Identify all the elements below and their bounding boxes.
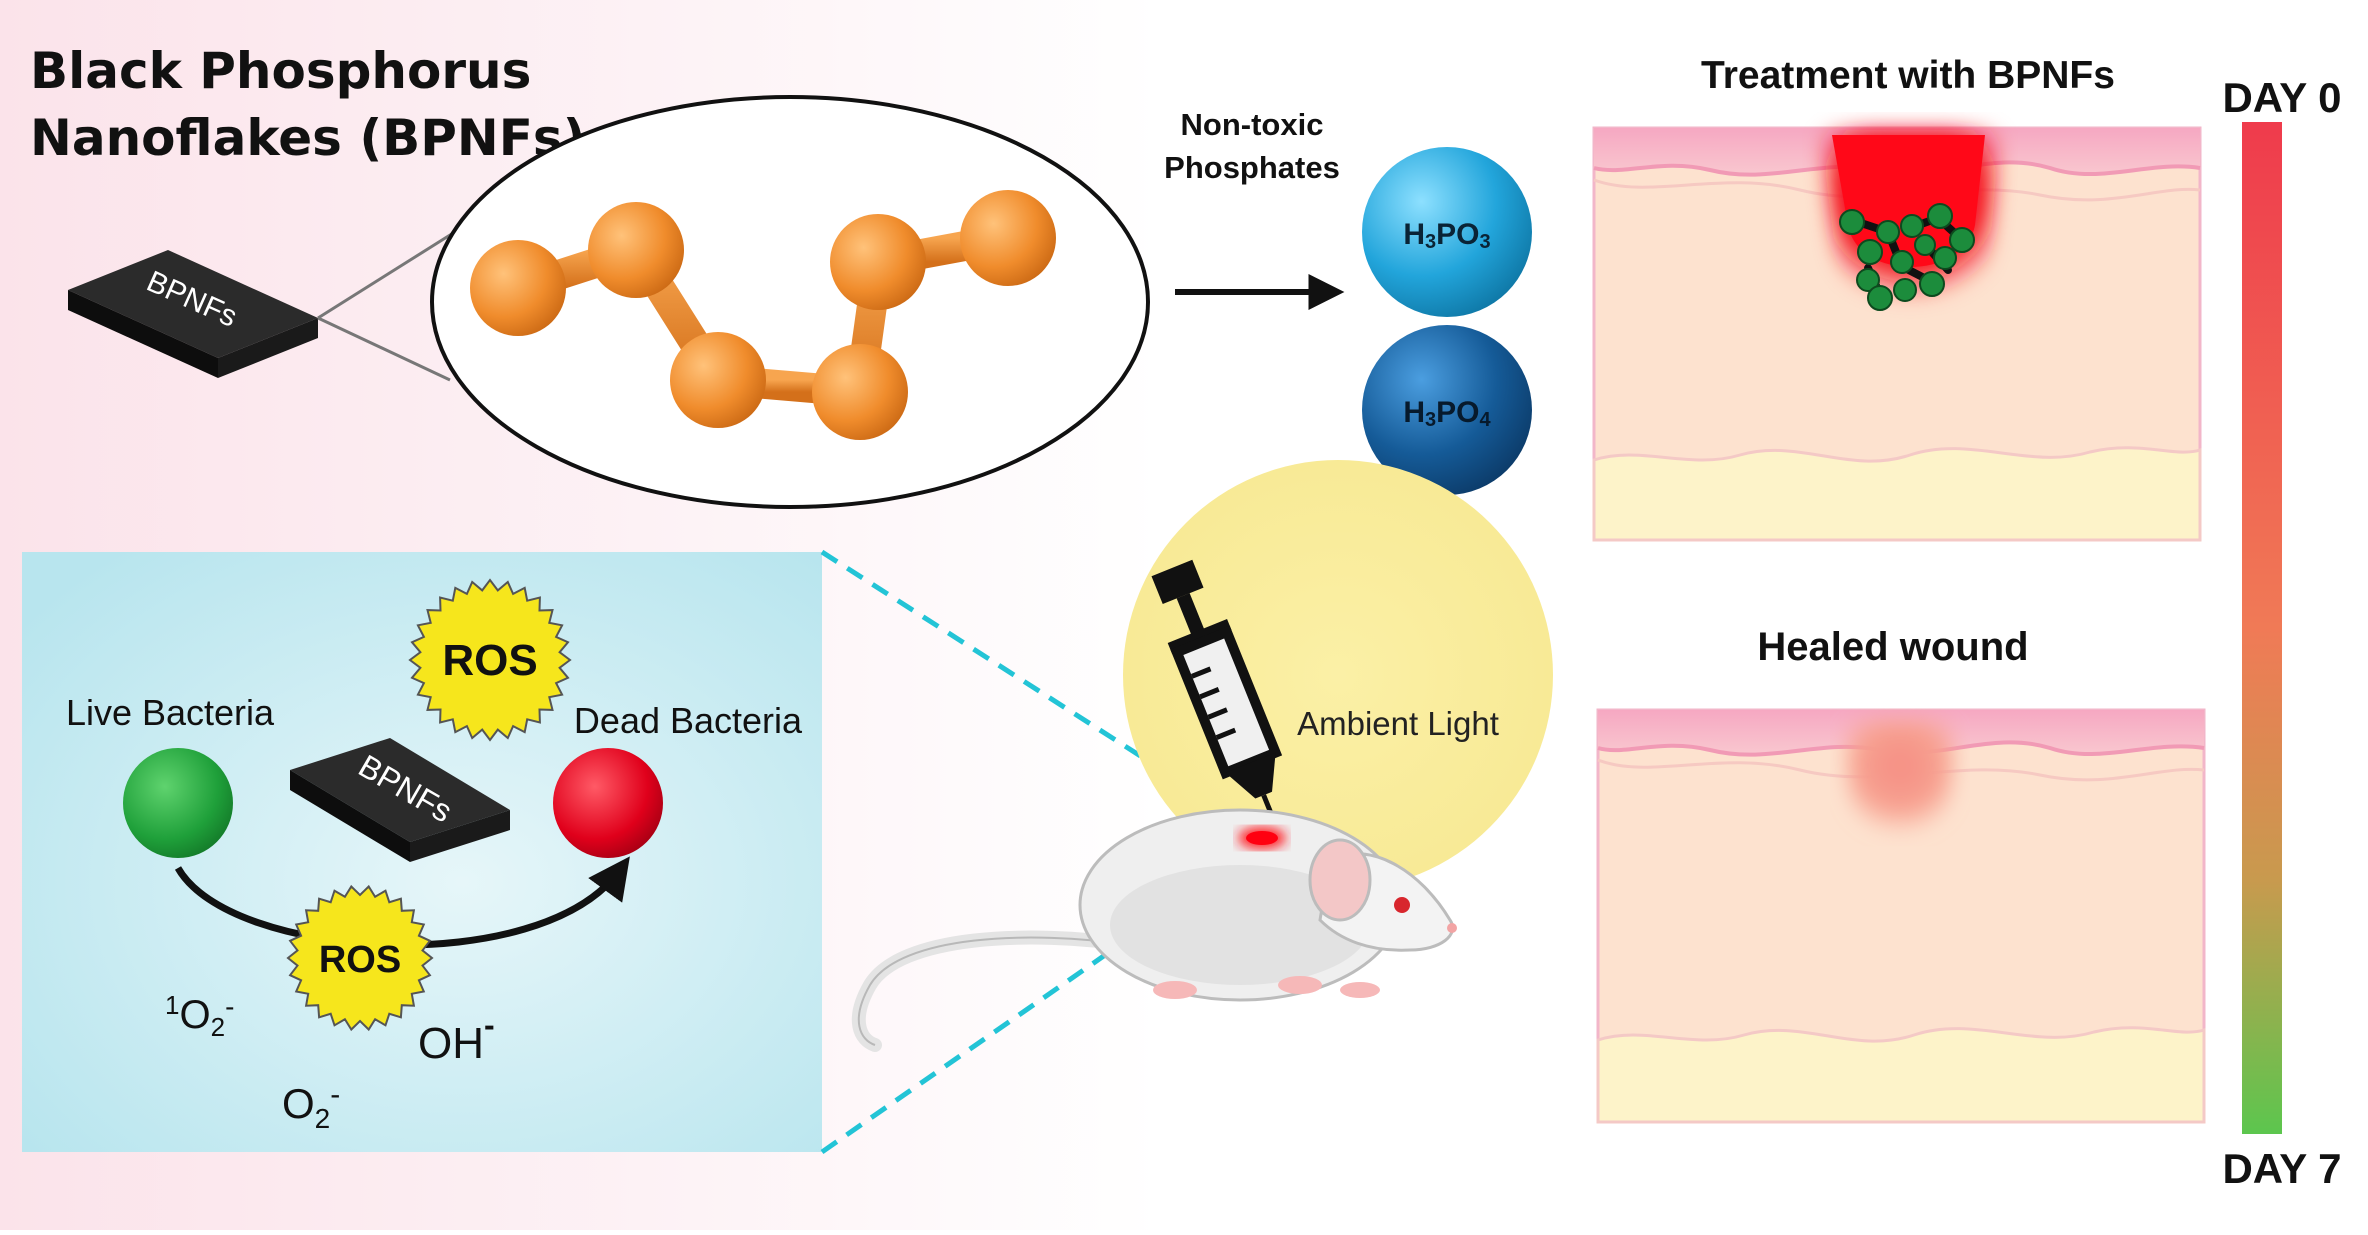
phosphorus-atom: [470, 240, 566, 336]
title-line-1: Black Phosphorus: [30, 42, 531, 100]
ros-burst-top: ROS: [408, 578, 572, 742]
phosphorus-structure-ellipse: [430, 95, 1150, 509]
mouse-eye: [1394, 897, 1410, 913]
day-end-label: DAY 7: [2222, 1145, 2341, 1192]
day-start-label: DAY 0: [2222, 74, 2341, 121]
open-wound-core: [1832, 135, 1985, 268]
zoom-line-bottom: [317, 316, 451, 382]
ros-burst-bottom: ROS: [286, 884, 434, 1032]
mouse-body-shade: [1110, 865, 1370, 985]
mouse-ear: [1308, 838, 1372, 922]
healed-wound-spot: [1842, 720, 1958, 835]
zoom-line-top: [317, 228, 459, 320]
phosphorus-atom: [588, 202, 684, 298]
phosphates-label-line1: Non-toxic: [1181, 107, 1324, 142]
bpnf-cluster-icon: [1839, 203, 1975, 311]
mouse-foot: [1340, 982, 1380, 998]
singlet-oxygen-label: 1O2-: [165, 990, 234, 1042]
mouse-scene: Ambient Light: [851, 460, 1553, 1052]
mouse-tail-outline: [857, 936, 1131, 1046]
phosphorus-atom: [830, 214, 926, 310]
phosphates-label-line2: Phosphates: [1164, 150, 1340, 185]
phosphorus-atom: [960, 190, 1056, 286]
h3po4-label: H3PO4: [1403, 396, 1491, 431]
syringe-icon: [1151, 559, 1283, 829]
wound-panel-treatment: [1592, 126, 2202, 542]
mouse-nose: [1447, 923, 1457, 933]
ambient-light-glow: [1123, 460, 1553, 890]
bpnf-chip-top: BPNFs: [68, 250, 318, 378]
phosphorus-atom: [812, 344, 908, 440]
mouse-foot: [1153, 981, 1197, 999]
mouse-wound-core: [1246, 831, 1278, 845]
treatment-title: Treatment with BPNFs: [1701, 54, 2115, 97]
h3po4-sphere: H3PO4: [1362, 325, 1532, 495]
live-bacterium: [123, 748, 233, 858]
dead-bacterium: [553, 748, 663, 858]
subcutis-layer: [1592, 446, 2202, 542]
bacteria-panel: ROS Live Bacteria Dead Bacteria BPNFs RO…: [22, 552, 822, 1152]
live-bacteria-label: Live Bacteria: [66, 692, 275, 733]
superoxide-label: O2-: [282, 1078, 340, 1134]
phosphorus-atom: [670, 332, 766, 428]
title-line-2: Nanoflakes (BPNFs): [30, 109, 586, 167]
h3po3-label: H3PO3: [1403, 218, 1490, 253]
ros-top-label: ROS: [442, 636, 537, 685]
ros-bottom-label: ROS: [319, 939, 401, 981]
subcutis-layer: [1596, 1026, 2206, 1124]
wound-panel-healed: [1596, 708, 2206, 1124]
h3po3-sphere: H3PO3: [1362, 147, 1532, 317]
ambient-light-label: Ambient Light: [1297, 705, 1499, 742]
healing-timeline-bar: [2242, 122, 2282, 1134]
dead-bacteria-label: Dead Bacteria: [574, 700, 803, 741]
hydroxyl-label: OH-: [418, 1007, 495, 1068]
bpnf-chip-panel: BPNFs: [290, 738, 510, 862]
phosphorus-atoms: [470, 190, 1056, 440]
healed-title: Healed wound: [1757, 625, 2028, 669]
mouse-foot: [1278, 976, 1322, 994]
